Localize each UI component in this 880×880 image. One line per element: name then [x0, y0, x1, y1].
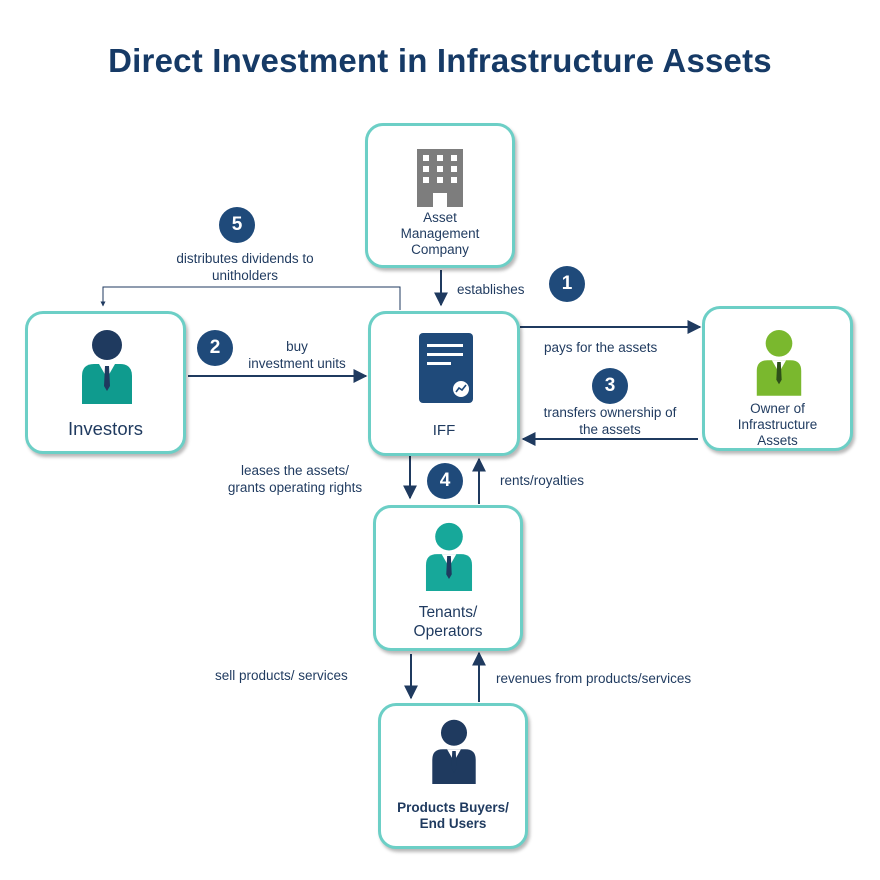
person-icon — [82, 330, 132, 404]
node-asset-management-company: Asset Management Company — [365, 123, 515, 268]
node-investors: Investors — [25, 311, 186, 454]
step-badge-4: 4 — [427, 463, 463, 499]
node-buyers: Products Buyers/ End Users — [378, 703, 528, 849]
step-badge-3: 3 — [592, 368, 628, 404]
label-revenues: revenues from products/services — [496, 671, 692, 686]
node-label-tenants: Tenants/ Operators — [413, 604, 483, 640]
label-leases: leases the assets/ grants operating righ… — [227, 463, 363, 495]
label-buy-units: buy investment units — [248, 339, 346, 371]
label-dividends: distributes dividends to unitholders — [176, 251, 314, 283]
node-iff: IFF — [368, 311, 520, 456]
node-label-investors: Investors — [67, 418, 144, 439]
label-sell: sell products/ services — [215, 668, 348, 683]
label-transfers: transfers ownership of the assets — [543, 405, 677, 437]
label-rents: rents/royalties — [500, 473, 585, 488]
label-establishes: establishes — [457, 282, 525, 297]
step-badge-2: 2 — [197, 330, 233, 366]
person-icon — [756, 330, 802, 396]
person-icon — [425, 522, 473, 591]
step-badge-5: 5 — [219, 207, 255, 243]
node-label-buyers: Products Buyers/ End Users — [397, 800, 509, 832]
node-label-iff: IFF — [432, 422, 456, 439]
node-label-owner: Owner of Infrastructure Assets — [737, 401, 818, 449]
node-owner: Owner of Infrastructure Assets — [702, 306, 853, 451]
building-icon — [417, 149, 463, 207]
person-icon — [432, 719, 476, 784]
arrow-dividends — [100, 286, 401, 310]
document-icon — [419, 333, 473, 403]
label-pays: pays for the assets — [544, 340, 658, 355]
page-title: Direct Investment in Infrastructure Asse… — [108, 42, 772, 79]
step-badge-1: 1 — [549, 266, 585, 302]
node-tenants: Tenants/ Operators — [373, 505, 523, 651]
node-label-amc: Asset Management Company — [400, 210, 480, 258]
